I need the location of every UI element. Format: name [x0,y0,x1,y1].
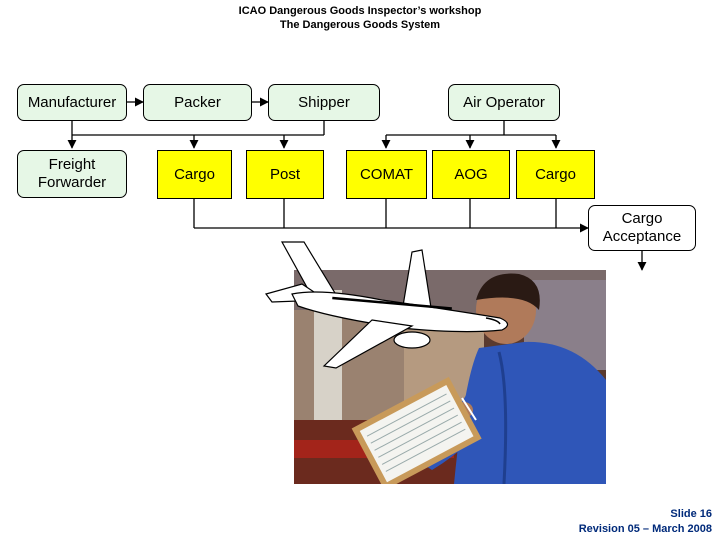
node-cargo-right: Cargo [516,150,595,199]
header-title: ICAO Dangerous Goods Inspector’s worksho… [238,5,482,17]
header-subtitle: The Dangerous Goods System [279,19,441,31]
airplane-illustration [264,241,509,369]
revision-note: Revision 05 – March 2008 [578,523,712,535]
node-aog: AOG [432,150,510,199]
node-post: Post [246,150,324,199]
node-comat: COMAT [346,150,427,199]
node-cargo-left: Cargo [157,150,232,199]
node-packer: Packer [143,84,252,121]
node-air-operator: Air Operator [448,84,560,121]
node-freight-forwarder: Freight Forwarder [17,150,127,198]
node-cargo-acceptance: Cargo Acceptance [588,205,696,251]
slide-number: Slide 16 [670,508,712,520]
node-shipper: Shipper [268,84,380,121]
node-manufacturer: Manufacturer [17,84,127,121]
